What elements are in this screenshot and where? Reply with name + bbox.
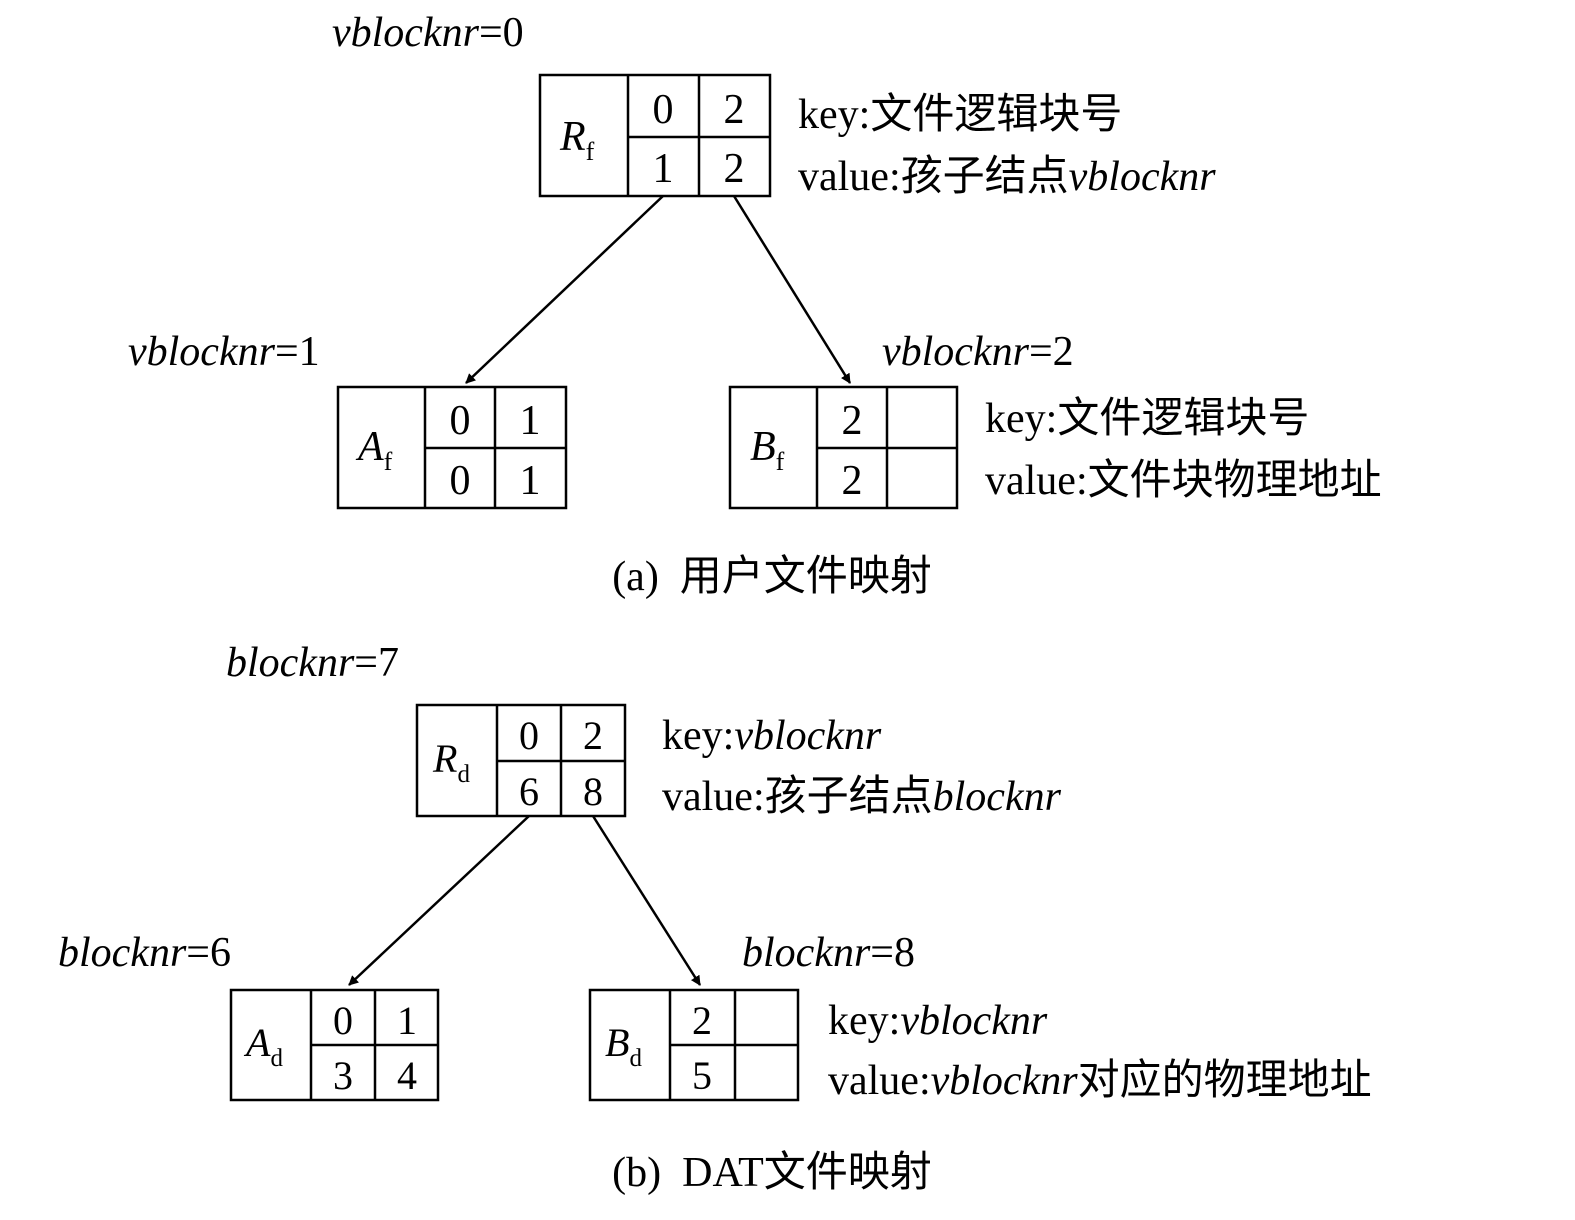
panel-a-left-key-0: 0 xyxy=(450,398,471,444)
panel-a-right-label: Bf xyxy=(750,424,785,476)
panel-b: blocknr=7 Rd 0 2 6 8 key:vblocknr value:… xyxy=(58,640,1372,1196)
panel-b-left-value-0: 3 xyxy=(333,1053,353,1098)
panel-a-left-node: Af 0 1 0 1 xyxy=(336,385,568,510)
panel-a-right-address: vblocknr=2 xyxy=(882,329,1074,375)
panel-a-root-label: Rf xyxy=(559,114,595,166)
panel-b-root-key-1: 2 xyxy=(583,713,603,758)
panel-a-left-value-0: 0 xyxy=(450,458,471,504)
panel-a-root-node: Rf 0 2 1 2 xyxy=(538,73,772,198)
panel-b-left-node: Ad 0 1 3 4 xyxy=(229,988,440,1102)
panel-a-right-node: Bf 2 2 xyxy=(728,385,959,510)
panel-a: vblocknr=0 Rf 0 2 1 2 key:文件逻辑块号 value:孩… xyxy=(128,10,1382,600)
panel-a-right-value-0: 2 xyxy=(842,458,863,504)
panel-b-left-key-1: 1 xyxy=(397,998,417,1043)
panel-a-right-key-0: 2 xyxy=(842,398,863,444)
panel-b-root-value-1: 8 xyxy=(583,769,603,814)
panel-b-edge-left xyxy=(348,815,530,986)
panel-a-root-key-0: 0 xyxy=(653,87,674,133)
panel-b-right-legend-key: key:vblocknr xyxy=(828,998,1048,1044)
panel-b-right-legend-value: value:vblocknr对应的物理地址 xyxy=(828,1057,1372,1104)
panel-a-root-address: vblocknr=0 xyxy=(332,10,524,56)
panel-a-right-legend-key: key:文件逻辑块号 xyxy=(985,395,1309,442)
panel-b-root-node: Rd 0 2 6 8 xyxy=(415,703,627,818)
panel-a-left-key-1: 1 xyxy=(520,398,541,444)
panel-a-left-address: vblocknr=1 xyxy=(128,329,320,375)
panel-b-left-label: Ad xyxy=(243,1020,283,1072)
panel-a-edge-right xyxy=(732,195,852,384)
panel-b-root-address: blocknr=7 xyxy=(226,640,399,686)
panel-a-right-legend-value: value:文件块物理地址 xyxy=(985,457,1382,504)
panel-b-caption: (b) DAT文件映射 xyxy=(612,1149,932,1196)
panel-a-caption: (a) 用户文件映射 xyxy=(612,553,932,600)
panel-b-left-key-0: 0 xyxy=(333,998,353,1043)
panel-b-left-value-1: 4 xyxy=(397,1053,417,1098)
panel-b-root-value-0: 6 xyxy=(519,769,539,814)
panel-b-right-key-0: 2 xyxy=(692,998,712,1043)
panel-b-root-key-0: 0 xyxy=(519,713,539,758)
panel-a-edge-left xyxy=(465,195,664,384)
panel-b-root-legend-value: value:孩子结点blocknr xyxy=(662,774,1062,820)
panel-a-root-key-1: 2 xyxy=(724,87,745,133)
panel-a-root-legend-value: value:孩子结点vblocknr xyxy=(798,154,1216,200)
panel-b-left-address: blocknr=6 xyxy=(58,930,231,976)
panel-a-left-value-1: 1 xyxy=(520,458,541,504)
panel-a-root-legend-key: key:文件逻辑块号 xyxy=(798,91,1122,138)
panel-b-right-value-0: 5 xyxy=(692,1053,712,1098)
panel-b-right-label: Bd xyxy=(605,1020,642,1072)
panel-a-root-value-0: 1 xyxy=(653,146,674,192)
panel-b-edge-right xyxy=(591,815,702,986)
panel-b-root-legend-key: key:vblocknr xyxy=(662,713,882,759)
panel-a-root-value-1: 2 xyxy=(724,146,745,192)
panel-b-root-label: Rd xyxy=(432,736,470,788)
panel-a-left-label: Af xyxy=(355,424,393,476)
panel-b-right-node: Bd 2 5 xyxy=(588,988,800,1102)
panel-b-right-address: blocknr=8 xyxy=(742,930,915,976)
